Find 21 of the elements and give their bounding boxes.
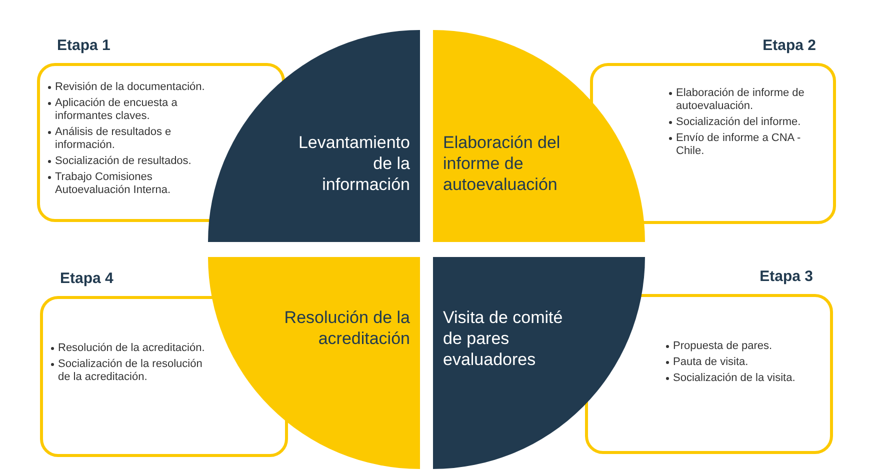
bullet-item: Socialización de la visita. xyxy=(673,372,796,384)
bullet-item: Socialización de resultados. xyxy=(55,155,192,167)
bullet-item: Resolución de la acreditación. xyxy=(58,342,205,354)
bullet-item: Elaboración de informe de autoevaluación. xyxy=(676,87,804,112)
bullet-item: Aplicación de encuesta a informantes claves. xyxy=(55,97,178,122)
bullet-item: Socialización de la resolución de la acreditación. xyxy=(58,358,202,383)
stage-heading: Etapa 3 xyxy=(760,268,813,285)
bullet-item: Pauta de visita. xyxy=(673,356,748,368)
phase-title: Visita de comité de pares evaluadores xyxy=(443,307,564,370)
stage-heading: Etapa 1 xyxy=(57,37,110,54)
phase-title: Resolución de la acreditación xyxy=(283,307,410,349)
bullet-item: Análisis de resultados e información. xyxy=(55,126,172,151)
bullet-item: Socialización del informe. xyxy=(676,116,801,128)
stage-heading: Etapa 4 xyxy=(60,270,114,287)
stage-heading: Etapa 2 xyxy=(762,37,816,54)
bullet-item: Revisión de la documentación. xyxy=(55,81,205,93)
phase-title: Levantamiento de la información xyxy=(297,132,410,195)
bullet-item: Trabajo Comisiones Autoevaluación Interna. xyxy=(55,171,171,196)
phase-title: Elaboración del informe de autoevaluación xyxy=(443,132,562,195)
bullet-item: Propuesta de pares. xyxy=(673,340,772,352)
bullet-item: Envío de informe a CNA - Chile. xyxy=(676,132,801,157)
